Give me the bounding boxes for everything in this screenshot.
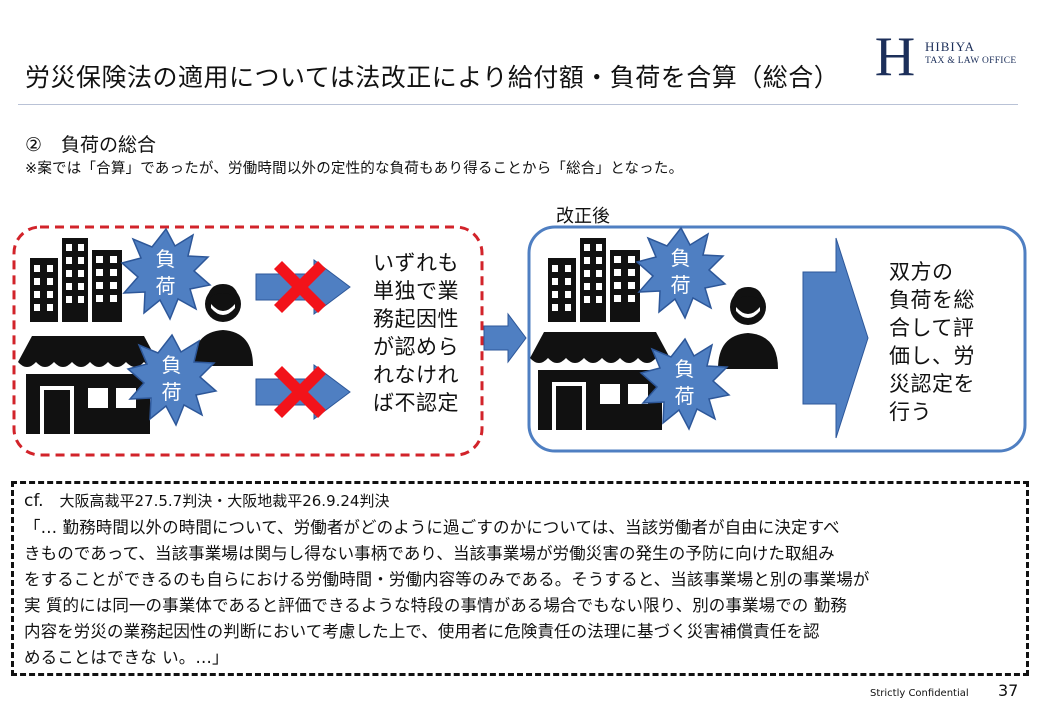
- court-case-citations: 大阪高裁平27.5.7判決・大阪地裁平26.9.24判決: [59, 492, 390, 510]
- burst-label: 負 荷: [674, 357, 696, 408]
- shop-icon: [530, 332, 670, 430]
- worker-icon: [718, 287, 778, 369]
- quote-line: をすることができるのも自らにおける労働時間・労働内容等のみである。そうすると、当…: [24, 570, 870, 589]
- court-case-box: cf. 大阪高裁平27.5.7判決・大阪地裁平26.9.24判決 「… 勤務時間以…: [11, 481, 1029, 676]
- before-panel-border: [12, 225, 484, 457]
- quote-line: 「… 勤務時間以外の時間について、労働者がどのように過ごすのかについては、当該労…: [24, 518, 840, 537]
- title-divider: [18, 104, 1018, 105]
- after-reform-label: 改正後: [556, 206, 610, 227]
- logo-letter: H: [875, 28, 915, 82]
- shop-icon: [18, 336, 158, 434]
- logo-name: HIBIYA: [925, 39, 976, 54]
- quote-line: 実 質的には同一の事業体であると評価できるような特段の事情がある場合でもない限り…: [24, 596, 847, 615]
- court-case-header: cf. 大阪高裁平27.5.7判決・大阪地裁平26.9.24判決: [24, 490, 1016, 511]
- connector-arrow-icon: [483, 312, 527, 364]
- burst-label: 負 荷: [155, 247, 177, 298]
- quote-line: きものであって、当該事業場は関与し得ない事柄であり、当該事業場が労働災害の発生の…: [24, 544, 835, 563]
- section-note: ※案では「合算」であったが、労働時間以外の定性的な負荷もあり得ることから「総合」…: [25, 161, 684, 177]
- worker-icon: [193, 284, 253, 366]
- burst-label: 負 荷: [161, 353, 183, 404]
- confidential-label: Strictly Confidential: [870, 688, 969, 699]
- logo-subtitle: TAX & LAW OFFICE: [925, 56, 1017, 66]
- page-title: 労災保険法の適用については法改正により給付額・負荷を合算（総合）: [25, 63, 840, 92]
- quote-line: めることはできな い。…」: [24, 648, 229, 667]
- after-panel-text: 双方の 負荷を総 合して評 価し、労 災認定を 行う: [889, 260, 975, 424]
- burst-label: 負 荷: [670, 246, 692, 297]
- combine-arrow-icon: [802, 237, 869, 439]
- page-number: 37: [998, 681, 1019, 700]
- office-building-icon: [548, 238, 640, 322]
- hibiya-logo-icon: H: [875, 28, 915, 82]
- before-panel-text: いずれも 単独で業 務起因性 が認めら れなけれ ば不認定: [373, 251, 459, 415]
- diagram: [12, 225, 1027, 457]
- quote-line: 内容を労災の業務起因性の判断において考慮した上で、使用者に危険責任の法理に基づく…: [24, 622, 820, 641]
- after-panel-border: [527, 225, 1027, 453]
- section-heading: ② 負荷の総合: [25, 134, 157, 156]
- cf-label: cf.: [24, 491, 44, 511]
- office-building-icon: [30, 238, 122, 322]
- court-case-quote: 「… 勤務時間以外の時間について、労働者がどのように過ごすのかについては、当該労…: [24, 515, 1016, 671]
